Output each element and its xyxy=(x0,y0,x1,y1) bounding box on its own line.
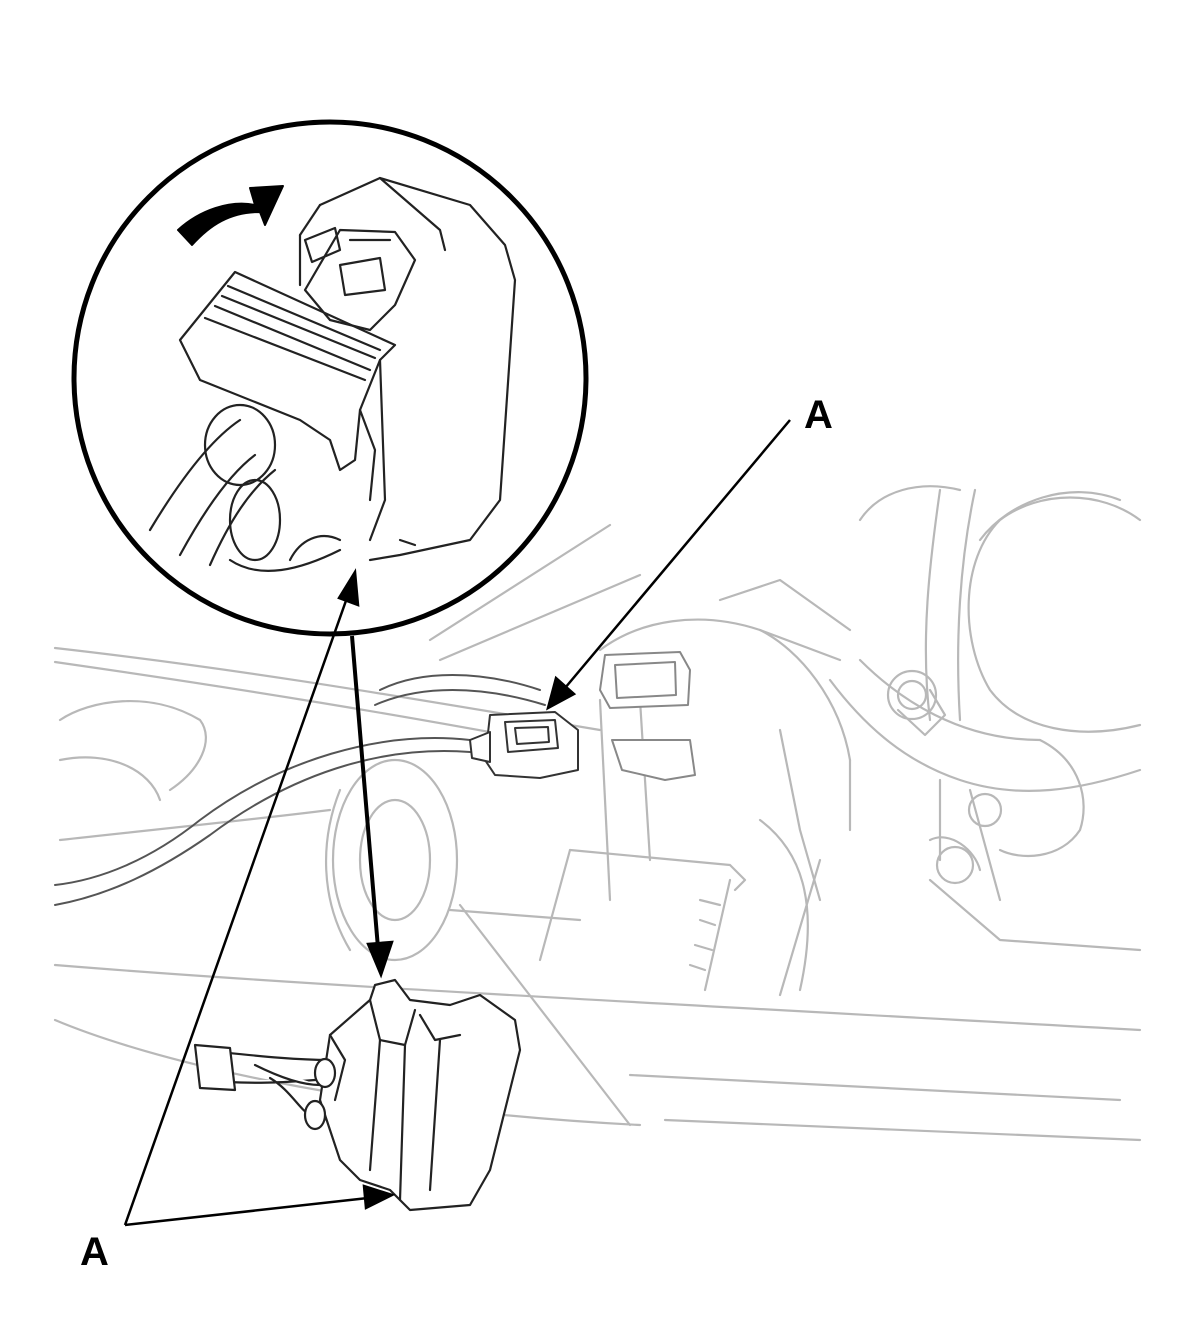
connector-detached xyxy=(193,978,522,1212)
connector-installed xyxy=(469,711,579,779)
callout-lines xyxy=(123,419,791,1227)
wire-harness xyxy=(54,674,546,906)
callout-label-a-right: A xyxy=(804,393,833,437)
push-direction-arrow xyxy=(177,185,284,246)
chassis-background xyxy=(53,485,1142,1142)
connector-neighbor-top xyxy=(599,651,696,781)
callout-label-a-left: A xyxy=(80,1230,109,1274)
magnified-inset xyxy=(71,119,589,637)
